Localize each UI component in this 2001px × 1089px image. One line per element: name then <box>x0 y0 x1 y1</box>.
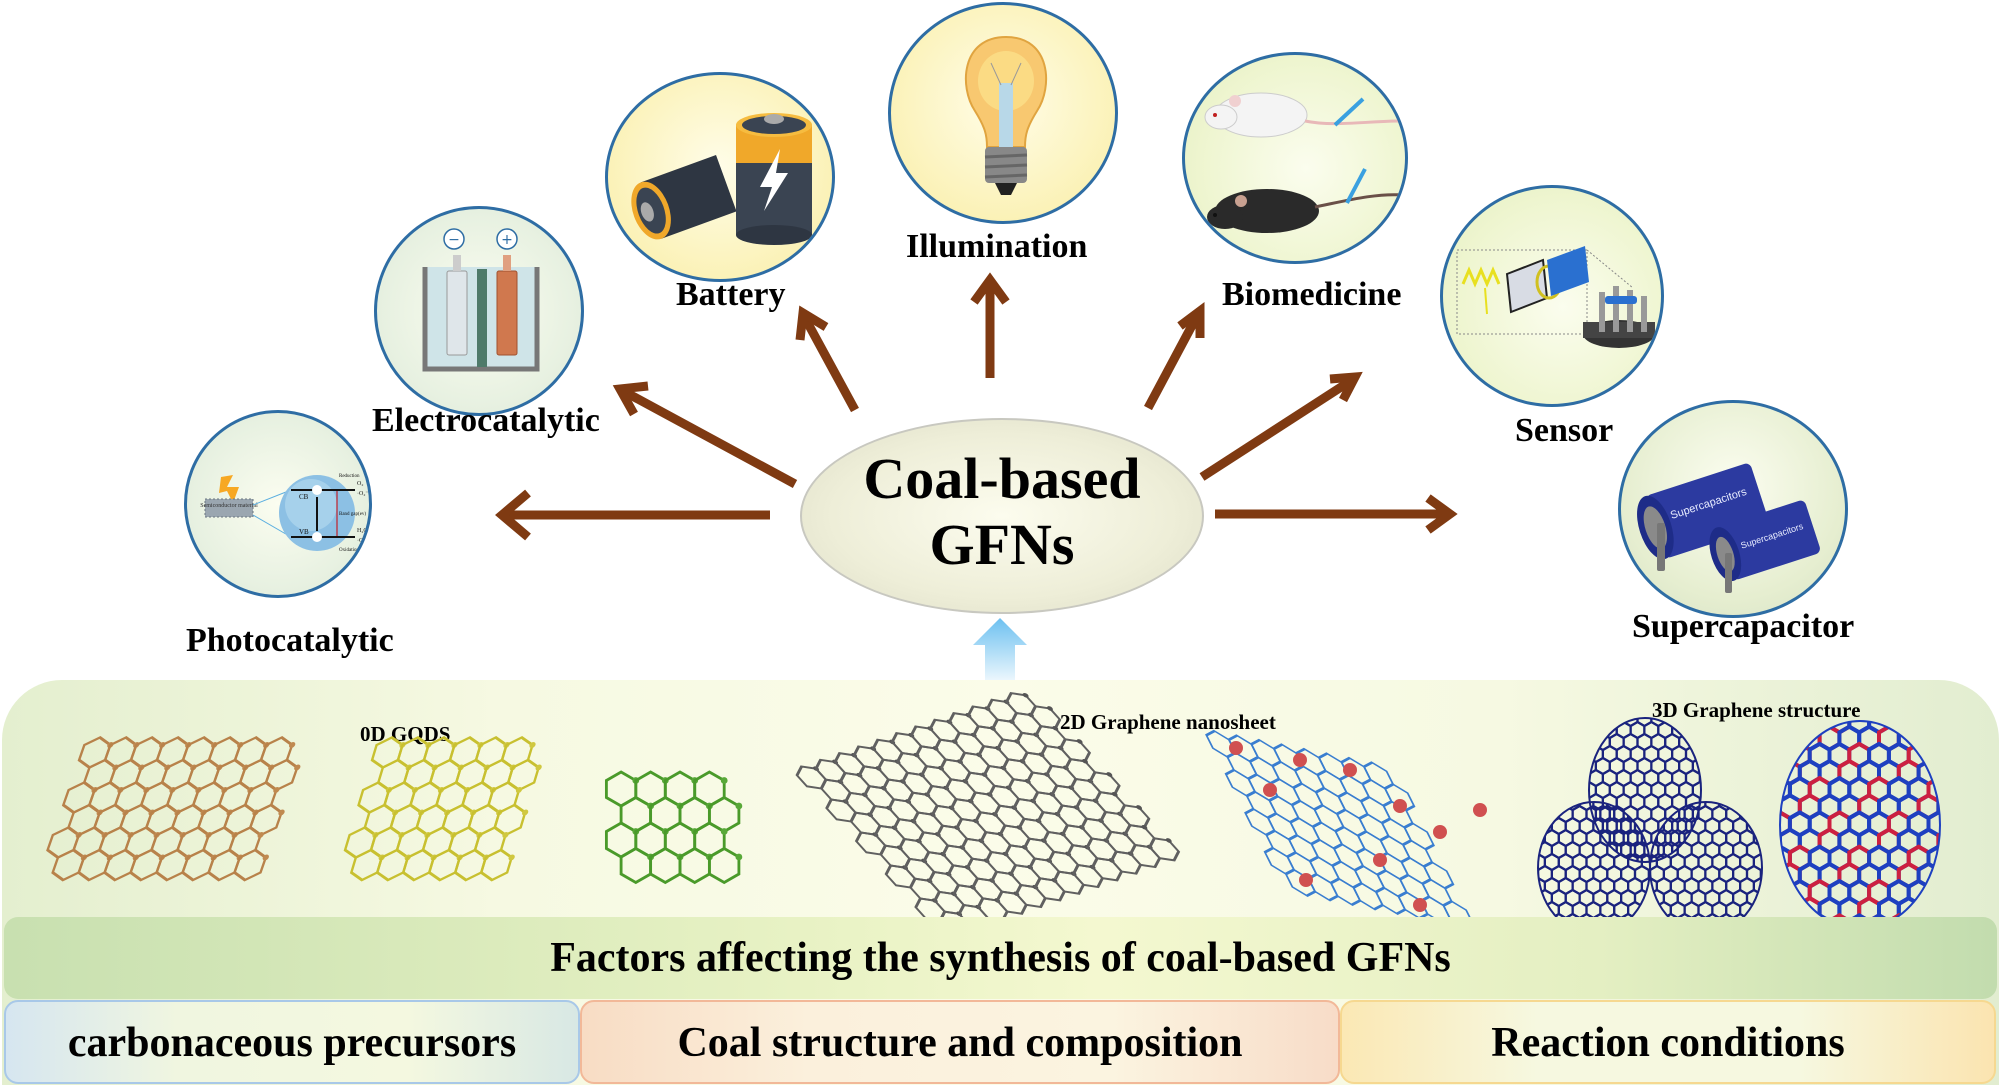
electrocatalytic-circle: − + <box>374 206 584 416</box>
photocatalysis-band-diagram-icon: Semiconductor material CB VB Band gap(ev… <box>200 474 369 553</box>
factor-label: carbonaceous precursors <box>67 1020 517 1066</box>
arrow-to-illumination <box>970 272 1010 378</box>
structure-label-2d: 2D Graphene nanosheet <box>1060 710 1276 734</box>
oxygen-atom <box>1373 853 1387 867</box>
lattice-green <box>604 770 743 885</box>
light-bulb-icon <box>964 35 1048 195</box>
lattice-yellow <box>343 736 542 882</box>
lattice-graphene-sheet <box>795 691 1181 935</box>
factor-coal-structure: Coal structure and composition <box>580 1000 1340 1084</box>
biomedicine-circle <box>1182 52 1408 264</box>
up-arrow <box>973 618 1027 690</box>
oxygen-atom <box>1393 799 1407 813</box>
positive-terminal: + <box>501 232 513 248</box>
battery-label: Battery <box>676 276 786 313</box>
oxygen-atom <box>1473 803 1487 817</box>
electrolytic-cell-icon: − + <box>422 228 540 372</box>
arrow-to-electrocatalytic <box>612 381 798 488</box>
arrow-to-biomedicine <box>1144 302 1205 411</box>
black-mouse-icon <box>1207 168 1404 233</box>
oxygen-atom <box>1413 898 1427 912</box>
center-title-line1: Coal-based <box>863 446 1141 511</box>
negative-terminal: − <box>448 232 460 248</box>
battery-circle <box>605 72 835 282</box>
oxygen-atom <box>1293 753 1307 767</box>
sensor-circle <box>1440 185 1664 407</box>
factor-label: Reaction conditions <box>1491 1020 1845 1066</box>
vb-label: VB <box>299 528 309 536</box>
oxidation-label: Oxidation <box>339 548 359 553</box>
factor-label: Coal structure and composition <box>677 1020 1243 1066</box>
center-title-line2: GFNs <box>929 512 1075 577</box>
center-title: Coal-based GFNs <box>800 446 1204 578</box>
sensor-label: Sensor <box>1515 412 1614 449</box>
oxygen-atom <box>1229 741 1243 755</box>
battery-icon <box>631 113 812 245</box>
semiconductor-label: Semiconductor material <box>200 503 258 509</box>
factor-carbonaceous-precursors: carbonaceous precursors <box>4 1000 580 1084</box>
superoxide-label: ·O₂⁻ <box>357 491 369 497</box>
mice-injection-icon <box>1204 92 1404 233</box>
oxygen-atom <box>1343 763 1357 777</box>
photocatalytic-label: Photocatalytic <box>186 622 394 659</box>
illumination-circle <box>888 2 1118 224</box>
h2o-label: H₂O <box>357 528 368 534</box>
o2-label: O₂ <box>357 481 363 487</box>
heater-coil <box>1461 266 1501 315</box>
illumination-label: Illumination <box>906 228 1088 265</box>
arrow-to-supercapacitor <box>1215 494 1458 534</box>
supercapacitor-label: Supercapacitor <box>1632 608 1855 645</box>
cb-label: CB <box>299 493 309 501</box>
arrow-to-photocatalytic <box>495 489 770 541</box>
oxygen-atom <box>1433 825 1447 839</box>
factors-title: Factors affecting the synthesis of coal-… <box>550 935 1451 981</box>
arrow-to-sensor <box>1199 371 1363 481</box>
white-mouse-icon <box>1204 92 1404 138</box>
arrow-to-battery <box>795 305 859 413</box>
factor-reaction-conditions: Reaction conditions <box>1340 1000 1996 1084</box>
center-node <box>800 418 1204 614</box>
fullerene-red-blue <box>1779 720 1941 930</box>
supercapacitor-icon: Supercapacitors Supercapacitors <box>1637 463 1820 593</box>
electrocatalytic-label: Electrocatalytic <box>372 402 600 439</box>
reduction-label: Reduction <box>339 474 360 479</box>
band-gap-label: Band gap(ev) <box>339 512 366 517</box>
lattice-brown <box>46 736 301 882</box>
oxygen-atom <box>1299 873 1313 887</box>
structure-label-3d: 3D Graphene structure <box>1652 698 1861 722</box>
biomedicine-label: Biomedicine <box>1222 276 1402 313</box>
supercapacitor-circle: Supercapacitors Supercapacitors <box>1618 400 1848 618</box>
photocatalytic-circle: Semiconductor material CB VB Band gap(ev… <box>184 410 372 598</box>
gas-sensor-icon <box>1456 246 1655 348</box>
factors-banner <box>4 917 1997 999</box>
oxygen-atom <box>1263 783 1277 797</box>
hydroxyl-label: ·OH <box>357 538 368 544</box>
